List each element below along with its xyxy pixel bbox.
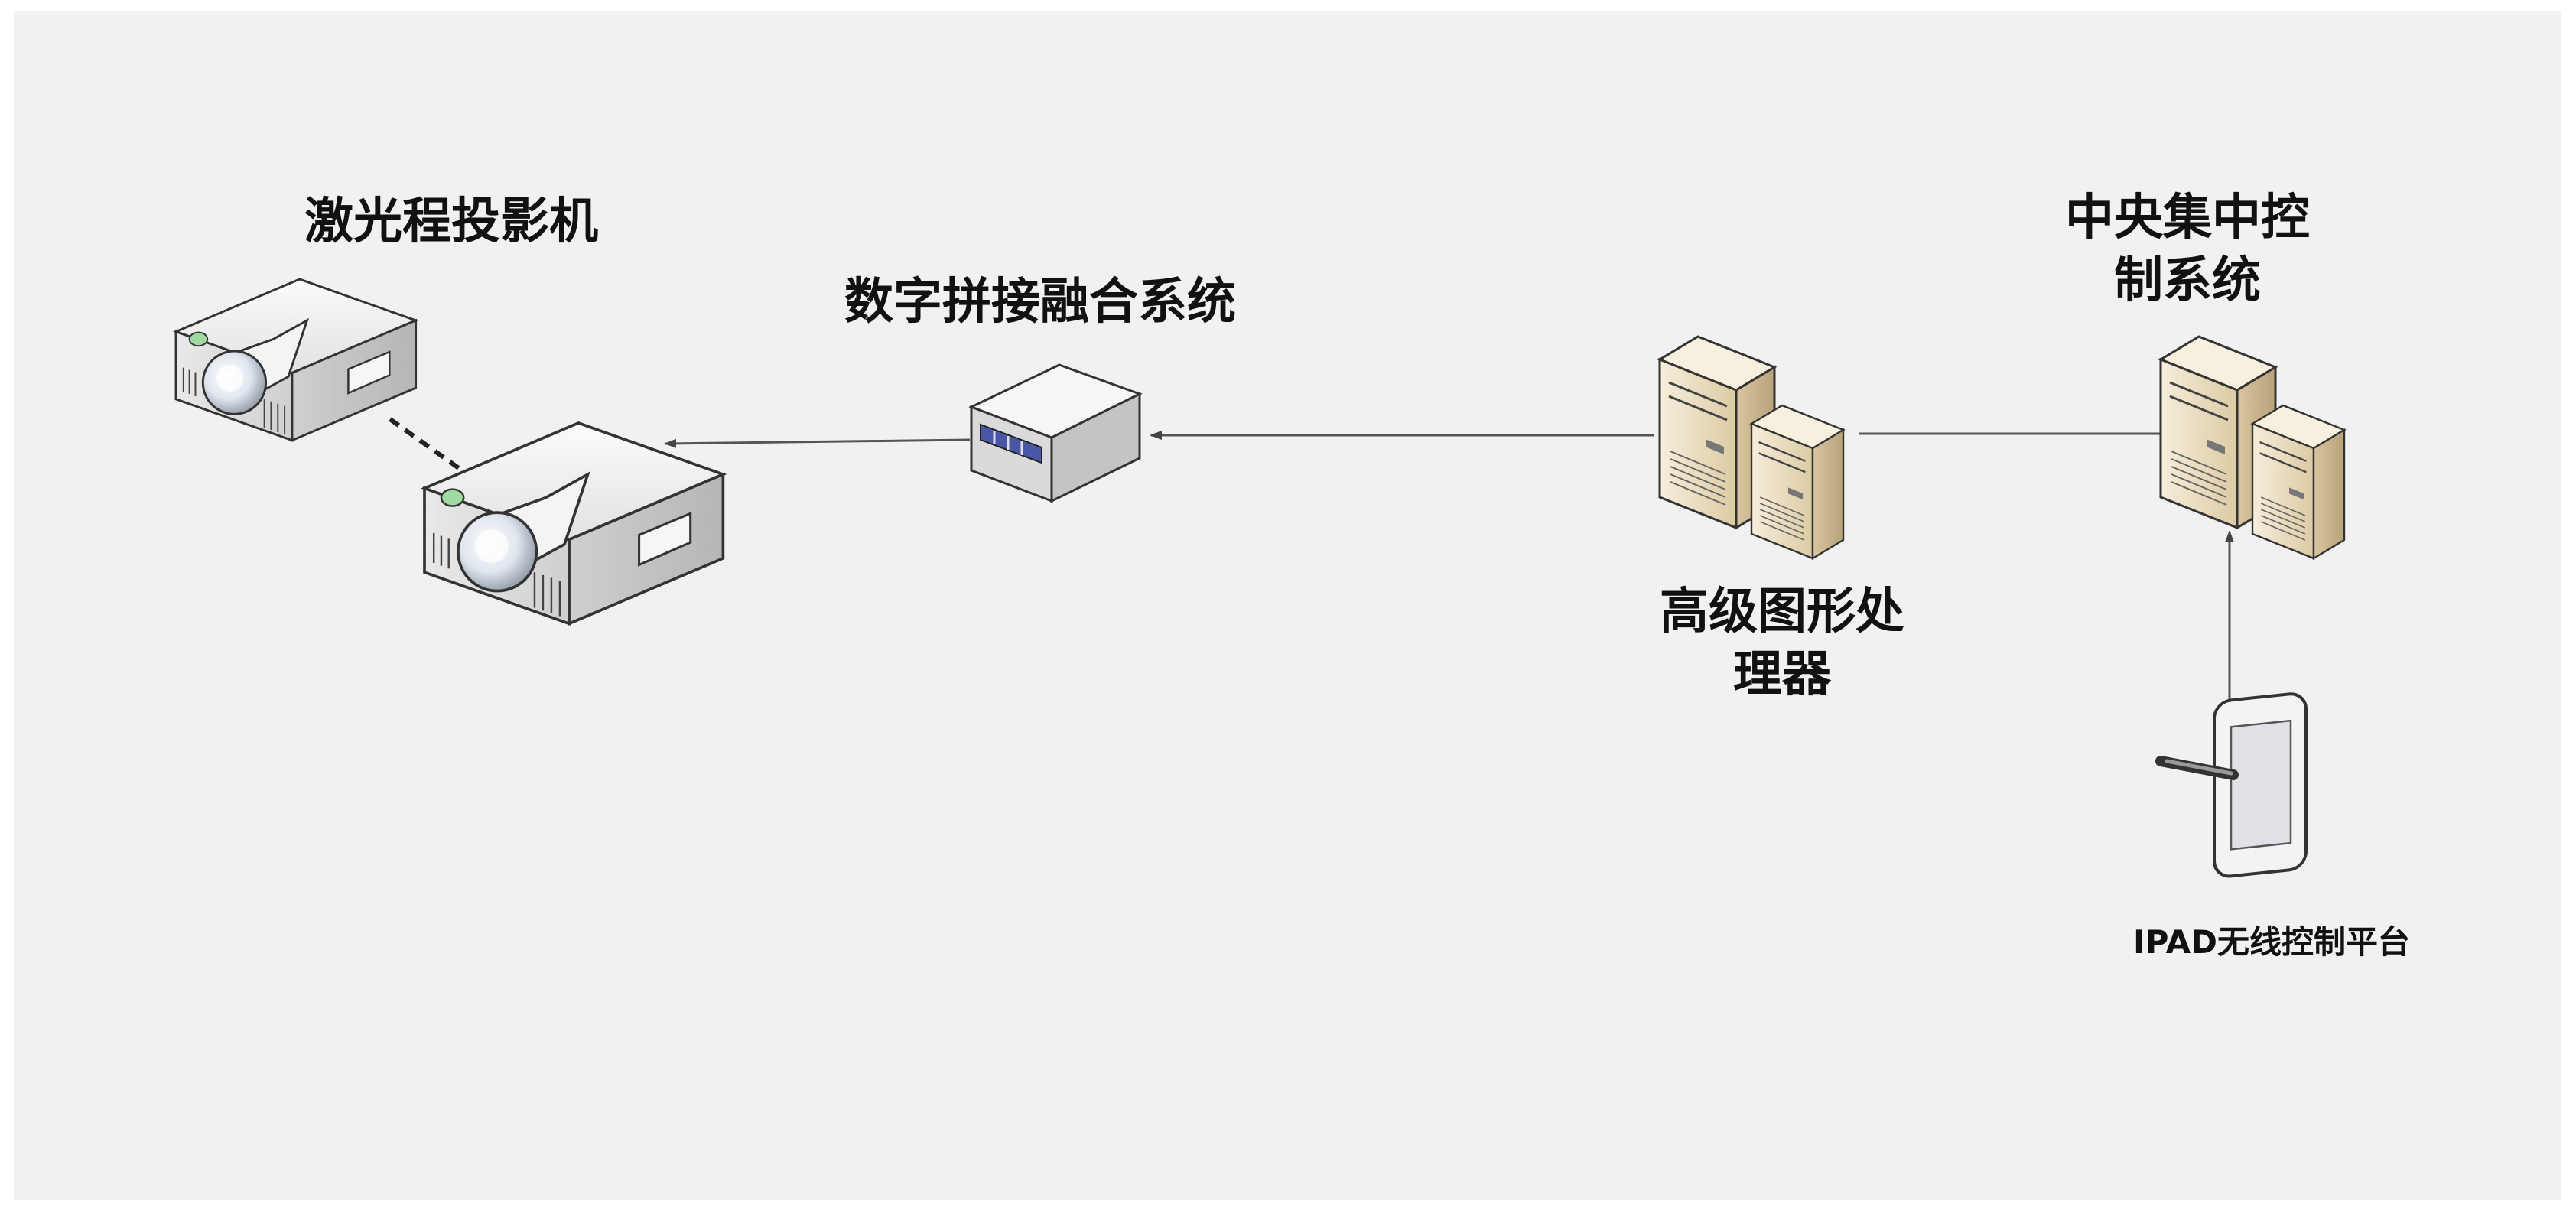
ipad-control-label: IPAD无线控制平台 [2133, 923, 2410, 961]
projector-label: 激光程投影机 [304, 194, 598, 250]
edge-fusion-to-projector [664, 438, 971, 448]
gpu-server-icon [1658, 335, 1845, 560]
fusion-system-label: 数字拼接融合系统 [844, 274, 1236, 330]
central-control-label: 中央集中控 制系统 [2034, 187, 2340, 313]
gpu-processor-label-line-1: 高级图形处 [1660, 584, 1904, 640]
central-control-label-line-2: 制系统 [2114, 252, 2261, 309]
ipad-icon [2155, 692, 2308, 878]
diagram-canvas [14, 11, 2561, 1200]
gpu-processor-label-line-2: 理器 [1733, 646, 1831, 703]
projector-small-icon [174, 278, 418, 442]
gpu-processor-label: 高级图形处 理器 [1621, 581, 1943, 707]
projector-large-icon [423, 421, 725, 626]
central-server-icon [2159, 335, 2346, 560]
fusion-device-icon [968, 363, 1143, 503]
central-control-label-line-1: 中央集中控 [2065, 190, 2310, 246]
